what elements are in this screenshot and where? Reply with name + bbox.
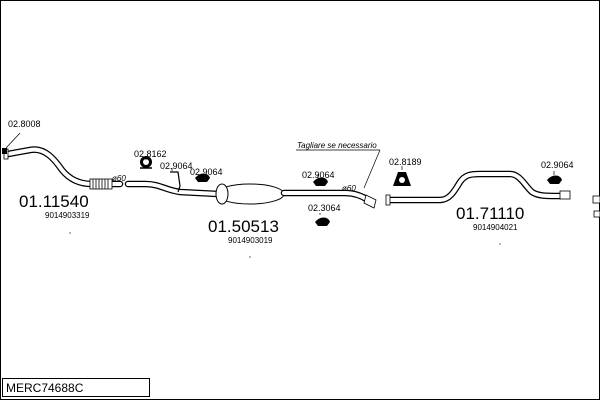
fitting-label-c6: 02.3064	[308, 203, 341, 213]
fitting-label-c7: 02.8189	[389, 157, 422, 167]
fitting-hanger-4	[547, 175, 562, 184]
model-code-box: MERC74688C	[2, 378, 150, 397]
fitting-label-c5: 02.9064	[302, 170, 335, 180]
fitting-label-c4: 02.9064	[190, 167, 223, 177]
fitting-label-c8: 02.9064	[541, 160, 574, 170]
part-ref-1: 9014903319	[45, 211, 90, 220]
fitting-label-c3: 02.9064	[160, 161, 193, 171]
part-ref-2: 9014903019	[228, 236, 273, 245]
fitting-clamp-left	[2, 148, 7, 154]
fitting-label-c1: 02.8008	[8, 119, 41, 129]
fitting-label-c2: 02.8162	[134, 149, 167, 159]
diameter-label-2: ø60	[342, 184, 356, 193]
front-pipe	[3, 146, 124, 190]
fitting-hanger-1	[195, 173, 210, 182]
part-code-3: 01.71110	[456, 204, 524, 223]
rear-section	[385, 170, 600, 218]
fitting-bracket-1	[170, 171, 181, 193]
cut-note: Tagliare se necessario	[297, 141, 377, 150]
part-code-2: 01.50513	[208, 217, 279, 236]
part-ref-3: 9014904021	[473, 223, 518, 232]
model-code: MERC74688C	[6, 381, 84, 395]
fitting-hanger-3	[315, 217, 330, 226]
part-code-1: 01.11540	[19, 192, 89, 211]
diameter-label-1: ø60	[112, 174, 126, 183]
middle-section	[124, 180, 377, 209]
fitting-ring-2	[393, 172, 411, 186]
leader-lines	[5, 132, 555, 215]
fitting-ring-1	[140, 156, 152, 169]
fitting-hanger-2	[313, 177, 328, 186]
